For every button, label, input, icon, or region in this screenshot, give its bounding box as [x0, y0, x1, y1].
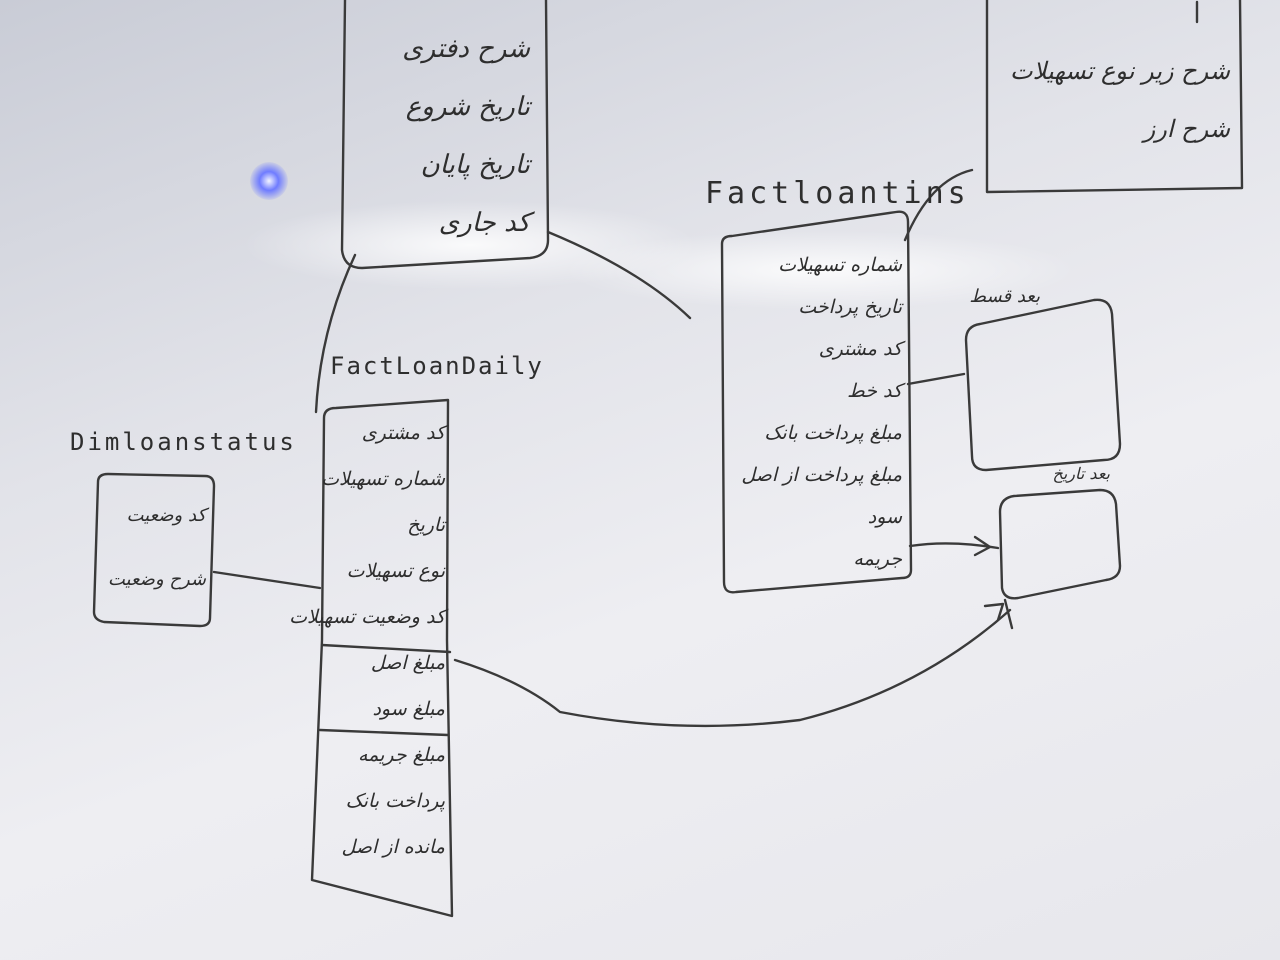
field: شرح دفتری: [402, 34, 530, 64]
table-title-fact-loan-ins: Factloantins: [705, 176, 970, 211]
box-right-bottom-tick: [1003, 598, 1014, 630]
table-top-right-box: [985, 0, 1244, 194]
link-status-to-daily: [212, 570, 322, 590]
field: شرح زیر نوع تسهیلات: [1010, 57, 1230, 85]
table-top-right-fields: شرح زیر نوع تسهیلات شرح ارز: [990, 42, 1230, 158]
box-right-bottom: [998, 488, 1122, 600]
link-top-left-to-ins: [546, 230, 692, 320]
field: پرداخت بانک: [345, 790, 445, 812]
field: شرح وضعیت: [107, 569, 206, 590]
glare: [560, 230, 1080, 310]
table-fact-loan-daily-fields: کد مشتری شماره تسهیلات تاریخ نوع تسهیلات…: [289, 410, 445, 870]
table-fact-loan-daily-box: [310, 398, 454, 918]
projector-light: [250, 162, 288, 200]
table-title-dim-loan-status: Dimloanstatus: [70, 428, 297, 456]
box-right-top: [964, 298, 1122, 472]
table-dim-loan-status-box: [92, 472, 216, 628]
field: جریمه: [853, 548, 902, 570]
box-right-bottom-label: بعد تاریخ: [1052, 464, 1111, 483]
link-top-right-to-ins: [903, 168, 974, 242]
box-right-top-label: بعد قسط: [969, 286, 1040, 307]
field: تاریخ پرداخت: [798, 296, 902, 318]
field: شماره تسهیلات: [778, 254, 902, 276]
link-top-left-to-daily: [314, 253, 357, 414]
field: تاریخ: [407, 514, 445, 536]
link-ins-to-box-top: [906, 372, 966, 386]
field: مبلغ پرداخت از اصل: [741, 464, 902, 486]
field: کد جاری: [438, 208, 530, 238]
link-daily-to-box-bottom: [453, 608, 1012, 728]
field: مانده از اصل: [341, 836, 445, 858]
field: تاریخ شروع: [405, 92, 530, 122]
field: تاریخ پایان: [420, 150, 530, 180]
table-top-left-fields: شرح دفتری تاریخ شروع تاریخ پایان کد جاری: [330, 20, 530, 252]
table-top-left-box: [340, 0, 550, 270]
field: شماره تسهیلات: [321, 468, 445, 490]
arrow-head: [983, 602, 1005, 622]
row-divider: [318, 728, 450, 737]
field: نوع تسهیلات: [346, 560, 445, 582]
field: سود: [867, 506, 902, 528]
field: شرح ارز: [1143, 115, 1230, 143]
table-dim-loan-status-fields: کد وضعیت شرح وضعیت: [100, 484, 206, 612]
field: کد مشتری: [818, 338, 902, 360]
field: مبلغ پرداخت بانک: [764, 422, 902, 444]
field: کد مشتری: [361, 422, 445, 444]
field: کد خط: [847, 380, 902, 402]
field: مبلغ سود: [372, 698, 445, 720]
table-fact-loan-ins-box: [720, 210, 913, 594]
field: کد وضعیت تسهیلات: [289, 606, 445, 628]
table-fact-loan-ins-fields: شماره تسهیلات تاریخ پرداخت کد مشتری کد خ…: [728, 244, 902, 580]
field: کد وضعیت: [126, 505, 206, 526]
table-title-fact-loan-daily: FactLoanDaily: [330, 352, 544, 380]
arrow-head: [973, 535, 992, 557]
field: مبلغ اصل: [370, 652, 445, 674]
field: مبلغ جریمه: [357, 744, 445, 766]
row-divider: [320, 643, 452, 654]
